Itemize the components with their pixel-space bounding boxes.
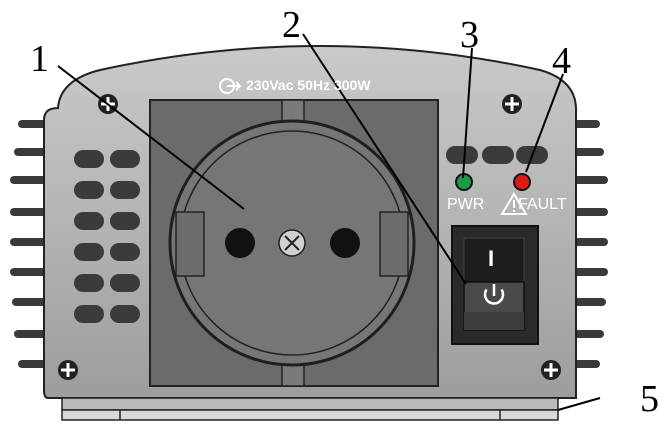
output-arrow-icon (219, 78, 242, 94)
leader-lines (57, 33, 601, 411)
callout-3: 3 (460, 14, 479, 56)
screw-icon (502, 94, 522, 114)
rating-label: 230Vac 50Hz 300W (246, 77, 371, 93)
warning-triangle-icon (500, 192, 528, 215)
power-switch[interactable] (451, 225, 539, 345)
callout-4: 4 (552, 40, 571, 82)
ac-outlet-socket (149, 99, 439, 387)
left-vent-slots (74, 150, 140, 323)
callout-5: 5 (640, 378, 659, 420)
pwr-label: PWR (447, 196, 485, 213)
callout-2: 2 (282, 4, 301, 46)
callout-1: 1 (30, 38, 49, 80)
base-rail (61, 397, 559, 421)
right-cooling-fins (570, 120, 608, 368)
screw-icon (58, 360, 78, 380)
fault-led (513, 173, 531, 191)
center-screw-icon (278, 229, 306, 257)
switch-on-symbol: I (488, 246, 495, 271)
power-icon (483, 284, 505, 305)
fault-label: FAULT (518, 196, 567, 213)
screw-icon (541, 360, 561, 380)
left-cooling-fins (10, 120, 48, 368)
